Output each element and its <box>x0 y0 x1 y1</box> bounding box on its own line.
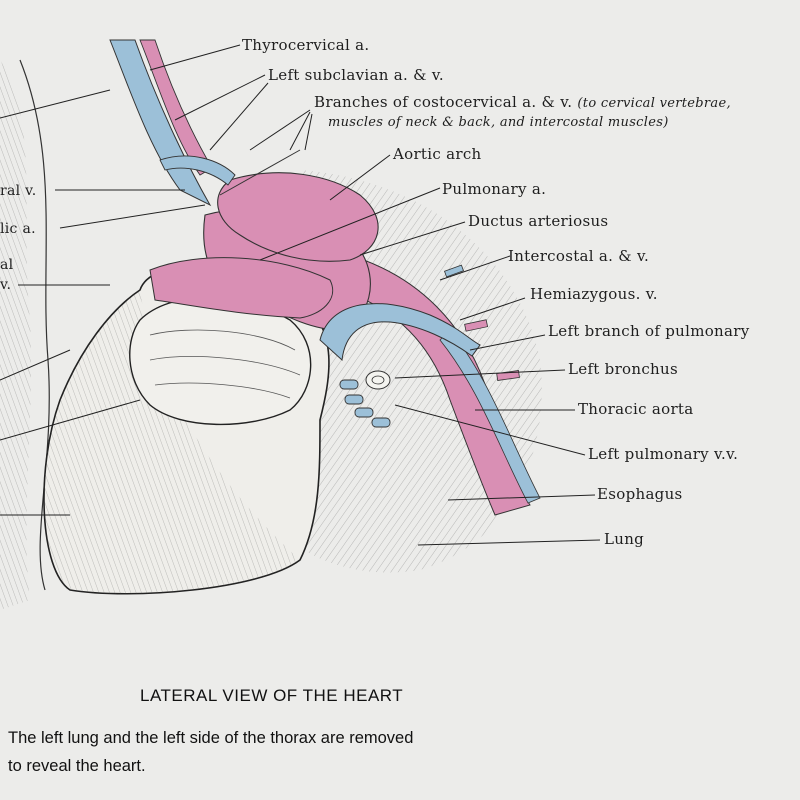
left-bronchus-stub <box>365 370 391 390</box>
aortic-arch <box>217 172 379 262</box>
label-thoracic-aorta: Thoracic aorta <box>578 400 694 418</box>
heart-hatch <box>43 290 301 594</box>
label-cut-vein: ral v. <box>0 183 37 199</box>
label-cut-4: v. <box>0 277 12 293</box>
label-ductus-arteriosus: Ductus arteriosus <box>468 212 609 230</box>
caption-body: The left lung and the left side of the t… <box>8 724 608 780</box>
hemiazygous-vein <box>319 303 481 362</box>
left-pulmonary-veins <box>339 379 391 428</box>
caption-line-2: to reveal the heart. <box>8 757 146 775</box>
label-esophagus: Esophagus <box>597 485 683 503</box>
label-left-pulmonary-vv: Left pulmonary v.v. <box>588 445 739 463</box>
label-left-subclavian: Left subclavian a. & v. <box>268 66 444 84</box>
label-costocervical: Branches of costocervical a. & v. (to ce… <box>314 93 731 111</box>
vein-branch <box>159 155 236 186</box>
label-aortic-arch: Aortic arch <box>393 145 482 163</box>
label-thyrocervical: Thyrocervical a. <box>242 36 370 54</box>
thoracic-aorta <box>319 249 531 516</box>
pulmonary-a-band <box>149 257 334 319</box>
heart-illustration <box>0 39 601 610</box>
label-cut-artery: lic a. <box>0 221 36 237</box>
label-intercostal: Intercostal a. & v. <box>508 247 650 265</box>
label-costocervical-2: muscles of neck & back, and intercostal … <box>328 115 669 130</box>
label-costocervical-note: (to cervical vertebrae, <box>577 96 731 111</box>
label-pulmonary-a: Pulmonary a. <box>442 180 547 198</box>
caption-title: LATERAL VIEW OF THE HEART <box>140 686 404 705</box>
label-left-branch-pulmonary: Left branch of pulmonary <box>548 322 750 340</box>
leader-lines <box>0 44 601 546</box>
esophagus-strip <box>439 329 541 504</box>
label-left-bronchus: Left bronchus <box>568 360 678 378</box>
label-lung: Lung <box>604 530 645 548</box>
chest-wall <box>0 60 32 610</box>
label-cut-3: al <box>0 257 14 273</box>
caption-line-1: The left lung and the left side of the t… <box>8 729 414 747</box>
label-hemiazygous: Hemiazygous. v. <box>530 285 658 303</box>
